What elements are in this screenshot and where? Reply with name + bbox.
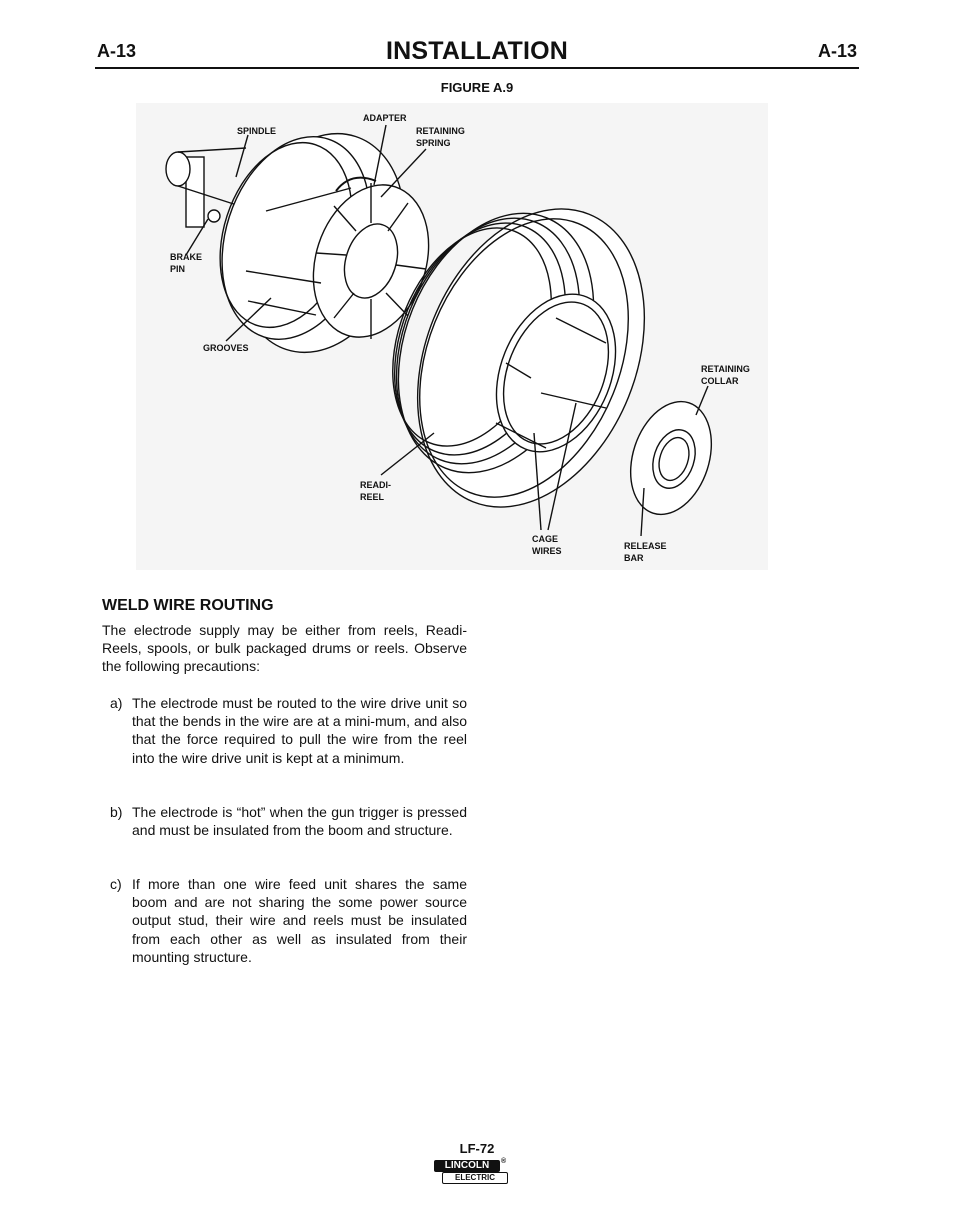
header-rule: [95, 67, 859, 69]
label-retaining-spring-line2: SPRING: [416, 138, 451, 148]
label-readi-reel: READI- REEL: [360, 479, 391, 503]
page-number-left: A-13: [97, 41, 137, 61]
label-retaining-collar-line1: RETAINING: [701, 364, 750, 374]
label-cage-wires-line2: WIRES: [532, 546, 562, 556]
label-adapter: ADAPTER: [363, 113, 407, 123]
list-marker: b): [110, 804, 123, 820]
label-release-bar: RELEASE BAR: [624, 540, 667, 564]
list-marker: a): [110, 695, 123, 711]
label-readi-reel-line1: READI-: [360, 480, 391, 490]
list-item-text: The electrode must be routed to the wire…: [132, 695, 467, 766]
figure-illustration: ADAPTER SPINDLE RETAINING SPRING BRAKE P…: [136, 103, 768, 570]
wire-reel-diagram: [165, 124, 713, 537]
footer-model: LF-72: [459, 1141, 495, 1156]
page-title: INSTALLATION: [385, 37, 568, 65]
label-brake-pin-line2: PIN: [170, 264, 186, 274]
label-retaining-collar: RETAINING COLLAR: [701, 363, 750, 387]
label-brake-pin-line1: BRAKE: [170, 252, 203, 262]
label-release-bar-line2: BAR: [624, 553, 644, 563]
label-retaining-spring: RETAINING SPRING: [416, 125, 465, 149]
label-cage-wires-line1: CAGE: [532, 534, 559, 544]
lincoln-electric-logo: LINCOLN ELECTRIC ®: [434, 1158, 510, 1186]
logo-electric: ELECTRIC: [442, 1172, 508, 1184]
label-cage-wires: CAGE WIRES: [532, 533, 562, 557]
intro-paragraph: The electrode supply may be either from …: [102, 622, 467, 675]
list-marker: c): [110, 876, 122, 892]
label-spindle: SPINDLE: [237, 126, 277, 136]
logo-registered: ®: [501, 1158, 507, 1165]
logo-lincoln: LINCOLN: [434, 1160, 500, 1172]
figure-caption: FIGURE A.9: [440, 80, 514, 95]
section-heading: WELD WIRE ROUTING: [102, 597, 274, 614]
label-release-bar-line1: RELEASE: [624, 541, 667, 551]
label-retaining-collar-line2: COLLAR: [701, 376, 739, 386]
label-brake-pin: BRAKE PIN: [170, 251, 202, 275]
list-item-text: The electrode is “hot” when the gun trig…: [132, 804, 467, 839]
page-number-right: A-13: [818, 41, 858, 61]
list-item-text: If more than one wire feed unit shares t…: [132, 876, 467, 965]
label-grooves: GROOVES: [203, 343, 249, 353]
label-retaining-spring-line1: RETAINING: [416, 126, 465, 136]
label-readi-reel-line2: REEL: [360, 492, 385, 502]
